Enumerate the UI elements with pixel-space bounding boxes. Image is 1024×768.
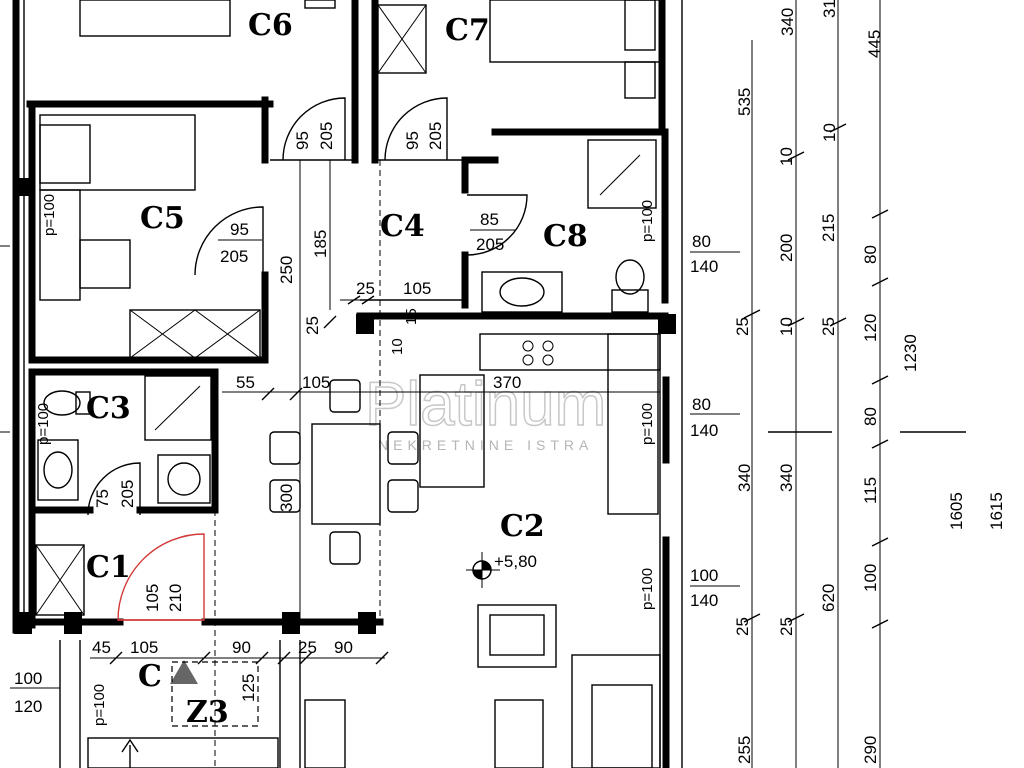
watermark: Platinum NEKRETNINE ISTRA [364, 369, 607, 453]
entry-marker [170, 160, 381, 768]
dim-340b: 340 [777, 464, 796, 492]
room-label-c6: C6 [248, 8, 293, 43]
dim-300: 300 [277, 484, 296, 512]
level-label: +5,80 [494, 552, 537, 571]
interior-dimensions: 185 250 25 105 25 10 15 55 105 370 300 1… [92, 230, 521, 702]
dim-1605: 1605 [947, 492, 966, 530]
dim-1230: 1230 [901, 334, 920, 372]
exterior-dimensions: 340 31 445 535 10 10 200 215 80 25 10 25… [733, 0, 1006, 764]
door-c8-height: 205 [476, 235, 504, 254]
window-c3-parapet: p=100 [35, 403, 52, 445]
room-label-c5: C5 [140, 201, 185, 236]
window-c2a-width: 80 [692, 395, 711, 414]
window-c8-width: 80 [692, 232, 711, 251]
dim-31: 31 [820, 0, 839, 18]
dim-80a: 80 [861, 245, 880, 264]
window-c2b-width: 100 [690, 566, 718, 585]
dim-25b: 25 [298, 638, 317, 657]
dim-620: 620 [819, 584, 838, 612]
door-c6-width: 95 [293, 131, 312, 150]
dim-445: 445 [865, 30, 884, 58]
room-label-c: C [138, 659, 162, 694]
watermark-brand: Platinum [365, 370, 606, 439]
door-c3-width: 75 [93, 489, 112, 508]
window-z3-parapet: p=100 [91, 684, 108, 726]
dim-25a: 25 [356, 279, 375, 298]
window-c2a-height: 140 [690, 421, 718, 440]
dim-115: 115 [861, 477, 880, 504]
dim-200: 200 [777, 234, 796, 262]
door-c1-width: 105 [143, 584, 162, 612]
dim-15-vert: 15 [403, 308, 420, 325]
door-c5-width: 95 [230, 220, 249, 239]
room-label-c3: C3 [86, 391, 131, 426]
dim-215: 215 [819, 214, 838, 242]
window-labels: p=100 p=100 80 140 p=100 p=100 80 140 p=… [14, 194, 718, 726]
window-c2b-height: 140 [690, 591, 718, 610]
window-c2a-parapet: p=100 [639, 403, 656, 445]
watermark-tagline: NEKRETNINE ISTRA [378, 437, 593, 453]
door-c1-height: 210 [166, 584, 185, 612]
dim-125: 125 [239, 674, 258, 702]
dim-255: 255 [735, 736, 754, 764]
dimension-lines [0, 0, 966, 768]
dim-10-vert: 10 [389, 338, 406, 355]
dim-25c: 25 [733, 617, 752, 636]
door-labels: 95 205 95 205 95 205 85 205 75 205 105 2… [93, 122, 515, 612]
dim-25b-vert: 25 [733, 317, 752, 336]
door-c7-height: 205 [426, 122, 445, 150]
window-c2b-parapet: p=100 [639, 568, 656, 610]
room-label-c8: C8 [543, 219, 588, 254]
dim-45: 45 [92, 638, 111, 657]
columns [14, 178, 676, 634]
window-c5-parapet: p=100 [41, 194, 58, 236]
dim-340a: 340 [735, 464, 754, 492]
door-c6-height: 205 [317, 122, 336, 150]
furniture [35, 0, 661, 768]
dim-25-vert: 25 [303, 316, 322, 335]
room-label-z3: Z3 [186, 695, 229, 730]
dim-55: 55 [236, 373, 255, 392]
window-c8-height: 140 [690, 257, 718, 276]
dim-105a: 105 [403, 279, 431, 298]
room-label-c4: C4 [380, 209, 425, 244]
dim-90a: 90 [232, 638, 251, 657]
room-label-c7: C7 [445, 13, 490, 48]
dim-10b: 10 [777, 147, 796, 166]
room-label-c1: C1 [86, 550, 131, 585]
dim-10-top: 10 [820, 123, 839, 142]
dim-c4-185: 185 [311, 230, 330, 258]
dim-1615: 1615 [987, 492, 1006, 530]
dim-105b: 105 [302, 373, 330, 392]
window-z3-height: 120 [14, 697, 42, 716]
dim-25e: 25 [777, 617, 796, 636]
dim-80b: 80 [861, 407, 880, 426]
door-swings [87, 97, 528, 621]
door-c3-height: 205 [118, 480, 137, 508]
window-c8-parapet: p=100 [639, 200, 656, 242]
dim-120: 120 [861, 314, 880, 342]
dim-250: 250 [277, 256, 296, 284]
level-marker: +5,80 [466, 552, 537, 588]
room-label-c2: C2 [500, 509, 545, 544]
room-labels: C6 C7 C5 C4 C8 C3 C2 C1 C Z3 [86, 8, 588, 730]
dim-340-top: 340 [778, 8, 797, 36]
dim-370: 370 [493, 373, 521, 392]
dim-535: 535 [735, 88, 754, 116]
dim-90b: 90 [334, 638, 353, 657]
door-c5-height: 205 [220, 247, 248, 266]
door-c7-width: 95 [403, 131, 422, 150]
dim-290: 290 [861, 736, 880, 764]
window-z3-width: 100 [14, 669, 42, 688]
dim-105c: 105 [130, 638, 158, 657]
door-c8-width: 85 [480, 210, 499, 229]
dim-25d: 25 [819, 317, 838, 336]
dim-100: 100 [861, 564, 880, 592]
dim-10c: 10 [777, 317, 796, 336]
